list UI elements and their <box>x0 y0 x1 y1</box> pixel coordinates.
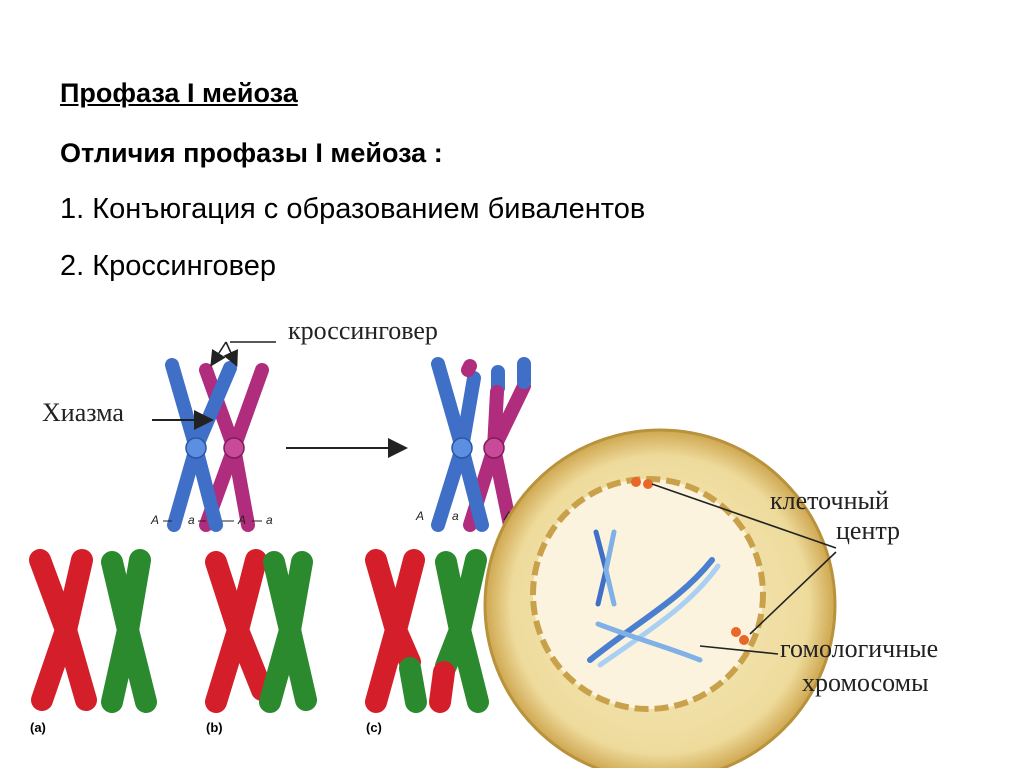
bivalent-before: A a A a <box>150 358 273 532</box>
homologous-label-line2: хромосомы <box>802 668 929 697</box>
panel-a-label: (a) <box>30 720 46 735</box>
centrioles-top <box>631 477 653 489</box>
nucleus <box>530 476 766 712</box>
cell-illustration <box>483 428 837 768</box>
cell-center-label-line1: клеточный <box>770 486 889 515</box>
chiasma-label: Хиазма <box>42 398 124 427</box>
panel-b-label: (b) <box>206 720 223 735</box>
homologous-label-line1: гомологичные <box>780 634 939 663</box>
allele-label: a <box>452 509 459 523</box>
list-item-crossover: 2. Кроссинговер <box>60 250 277 282</box>
allele-label: A <box>150 513 159 527</box>
blue-centromere <box>185 437 207 459</box>
magenta-centromere <box>223 437 245 459</box>
panel-a-chromosomes <box>29 549 157 713</box>
allele-label: a <box>266 513 273 527</box>
slide-title: Профаза I мейоза <box>60 78 298 108</box>
allele-label: A <box>237 513 246 527</box>
list-item-conjugation: 1. Конъюгация с образованием бивалентов <box>60 193 646 225</box>
cell-center-label-line2: центр <box>836 516 901 545</box>
slide-subtitle: Отличия профазы I мейоза : <box>60 138 443 168</box>
cell-pointers <box>651 483 837 655</box>
bivalent-after: A a A a <box>415 357 539 532</box>
allele-label: A <box>415 509 424 523</box>
homologous-chromosomes <box>587 557 721 668</box>
panel-b-chromosomes <box>205 549 317 713</box>
centrioles-bottom <box>731 627 749 645</box>
allele-label: a <box>188 513 195 527</box>
panel-c-label: (c) <box>366 720 382 735</box>
small-bivalent <box>593 529 617 607</box>
allele-label: A <box>503 509 512 523</box>
crossover-label: кроссинговер <box>288 316 438 345</box>
crossover-pointer <box>210 341 276 367</box>
panel-c-chromosomes <box>365 549 489 713</box>
